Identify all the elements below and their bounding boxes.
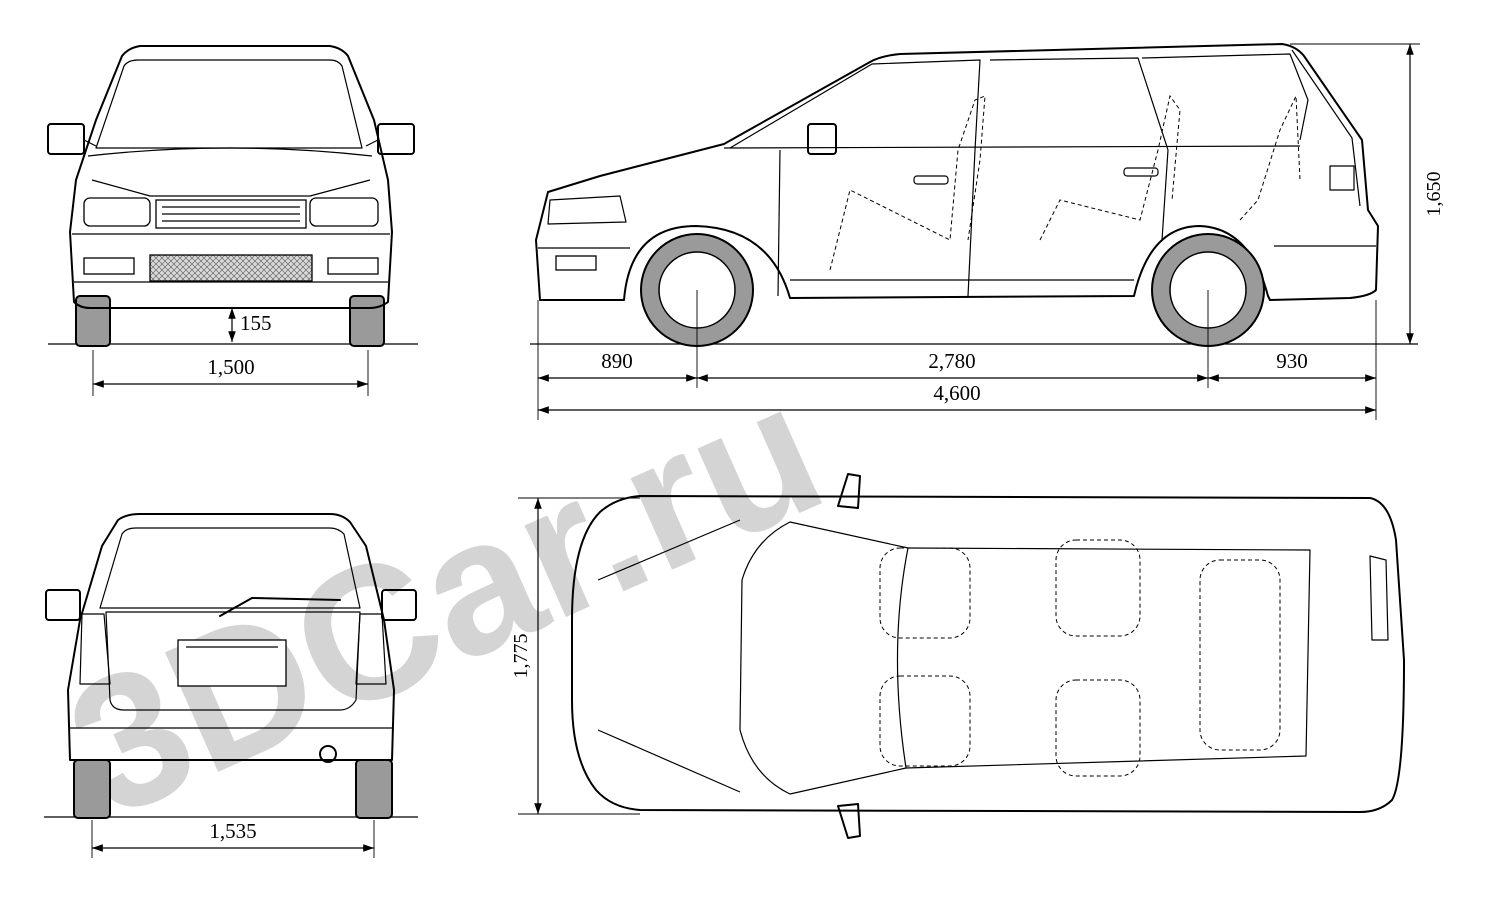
top-view: 1,775: [510, 473, 1405, 839]
front-right-headlight: [309, 197, 379, 227]
top-front-right-seat: [879, 675, 971, 767]
rear-exhaust: [319, 745, 337, 763]
wheelbase-label: 2,780: [928, 349, 975, 373]
side-rear-door-handle: [1123, 167, 1159, 177]
rear-right-tire: [355, 759, 393, 819]
rear-left-tire: [73, 759, 111, 819]
top-middle-right-seat: [1055, 679, 1141, 777]
front-body-outline: [69, 45, 393, 309]
rear-right-mirror: [381, 589, 417, 621]
top-right-mirror: [837, 803, 861, 839]
ground-clearance-label: 155: [240, 311, 272, 335]
rear-left-tail-light: [79, 613, 111, 685]
front-right-fog-light: [327, 257, 379, 275]
rear-body-outline: [67, 513, 395, 761]
front-left-headlight: [83, 197, 151, 227]
rear-overhang-label: 930: [1276, 349, 1308, 373]
top-rear-bench: [1199, 559, 1281, 751]
top-left-mirror: [837, 473, 861, 509]
rear-wiper: [219, 597, 253, 617]
side-mirror: [807, 123, 837, 155]
side-headlight: [547, 195, 627, 225]
overall-height-label: 1,650: [1423, 172, 1445, 217]
side-body-outline: [535, 43, 1379, 301]
front-left-fog-light: [83, 257, 135, 275]
top-middle-left-seat: [1055, 539, 1141, 637]
front-right-mirror: [377, 123, 415, 155]
side-front-door-handle: [913, 175, 949, 185]
front-left-tire: [75, 295, 111, 347]
side-fog-light: [555, 255, 597, 271]
front-windshield: [95, 59, 363, 149]
front-left-mirror: [47, 123, 85, 155]
front-right-tire: [349, 295, 385, 347]
rear-left-mirror: [45, 589, 81, 621]
overall-width-label: 1,775: [510, 634, 532, 679]
rear-right-tail-light: [355, 613, 387, 685]
rear-track-label: 1,535: [209, 819, 256, 843]
watermark-text: 3DCar.ru: [40, 342, 850, 858]
rear-view: 1,535: [44, 513, 418, 858]
rear-license-plate: [177, 639, 287, 687]
front-overhang-label: 890: [601, 349, 633, 373]
top-body-outline: [571, 495, 1405, 813]
front-track-label: 1,500: [207, 355, 254, 379]
top-front-left-seat: [879, 547, 971, 639]
overall-length-label: 4,600: [933, 381, 980, 405]
side-view: 890 2,780 930 4,600 1,650: [530, 43, 1445, 420]
rear-window: [99, 527, 361, 609]
front-view: 155 1,500: [47, 45, 418, 396]
watermark: 3DCar.ru: [40, 342, 850, 858]
side-tail-light: [1329, 165, 1355, 191]
top-windshield: [739, 521, 909, 795]
front-lower-grille: [149, 254, 313, 282]
